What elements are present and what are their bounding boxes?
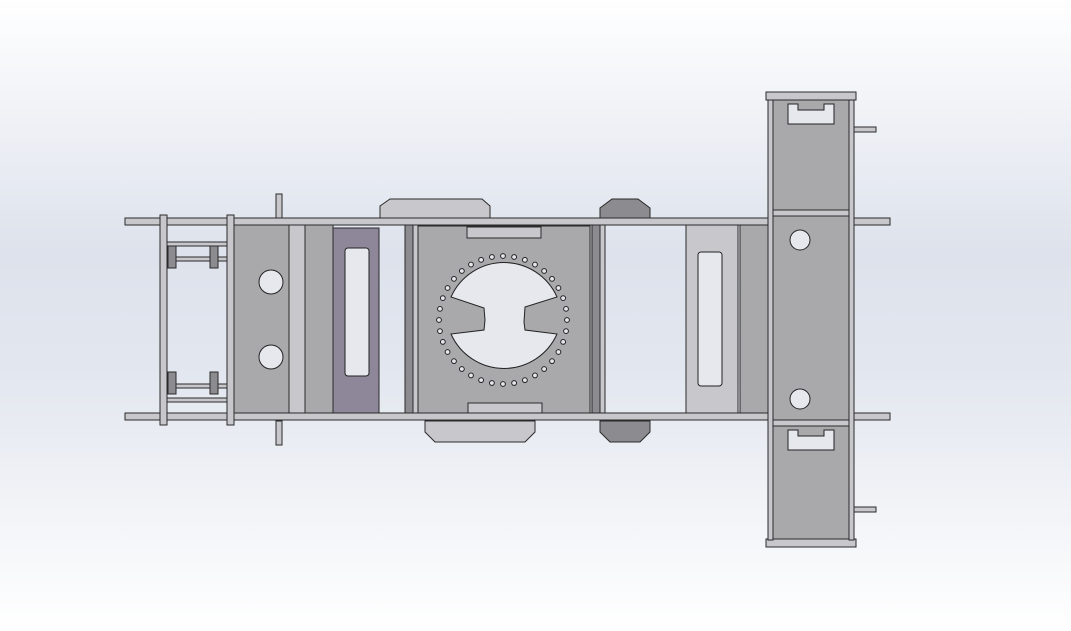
front-plate-hole-top — [258, 269, 284, 295]
top-rail — [124, 217, 891, 226]
bolt-hole — [500, 253, 506, 259]
bolt-hole — [478, 256, 485, 263]
bolt-hole — [439, 295, 446, 302]
left-post-top — [275, 193, 283, 219]
bolt-hole — [458, 268, 465, 274]
rear-side-plate — [739, 224, 771, 414]
bolt-hole — [521, 256, 528, 263]
bolt-hole — [436, 317, 442, 323]
bolt-hole — [500, 381, 506, 387]
bolt-hole — [532, 261, 538, 268]
bolt-hole — [488, 254, 495, 260]
divider-1 — [404, 224, 414, 414]
left-frame-inner — [226, 214, 235, 426]
bolt-ring — [436, 253, 570, 387]
center-plate-tab-bottom — [467, 402, 543, 415]
bolt-hole — [444, 349, 451, 355]
purple-bracket — [332, 227, 380, 414]
bolt-hole — [541, 366, 548, 372]
bolt-hole — [437, 328, 443, 335]
bolt-hole — [532, 372, 538, 379]
bolt-hole — [468, 261, 474, 268]
bolt-hole — [451, 275, 457, 282]
bolt-hole — [549, 358, 555, 365]
bolt-hole — [563, 305, 569, 312]
top-tab-right — [599, 198, 651, 219]
left-frame-outer — [159, 214, 168, 426]
rear-cross-frame — [765, 91, 877, 548]
left-rods — [166, 241, 228, 403]
center-cutout — [450, 262, 558, 369]
front-plate-hole-bottom — [258, 344, 284, 370]
bolt-hole — [555, 285, 562, 291]
bolt-hole — [564, 317, 570, 323]
bolt-hole — [511, 254, 518, 260]
top-tab-left — [379, 198, 491, 219]
rear-slot — [697, 251, 723, 387]
bolt-hole — [555, 349, 562, 355]
second-plate — [304, 224, 334, 414]
bolt-hole — [549, 275, 555, 282]
bolt-hole — [563, 328, 569, 335]
bottom-tab-right — [599, 420, 651, 443]
bolt-hole — [560, 338, 567, 345]
bottom-rail — [124, 412, 891, 421]
bolt-hole — [560, 295, 567, 302]
bolt-hole — [458, 366, 465, 372]
bolt-hole — [439, 338, 446, 345]
front-plate-strip — [288, 224, 306, 414]
bolt-hole — [478, 377, 485, 384]
bolt-hole — [511, 380, 518, 386]
bolt-hole — [488, 380, 495, 386]
bolt-hole — [451, 358, 457, 365]
bolt-hole — [468, 372, 474, 379]
bolt-hole — [521, 377, 528, 384]
bottom-tab-left — [424, 420, 536, 443]
bolt-hole — [437, 305, 443, 312]
divider-2 — [591, 224, 601, 414]
bolt-hole — [444, 285, 451, 291]
bolt-hole — [541, 268, 548, 274]
center-plate-tab-top — [466, 226, 542, 239]
left-post-bottom — [275, 420, 283, 446]
